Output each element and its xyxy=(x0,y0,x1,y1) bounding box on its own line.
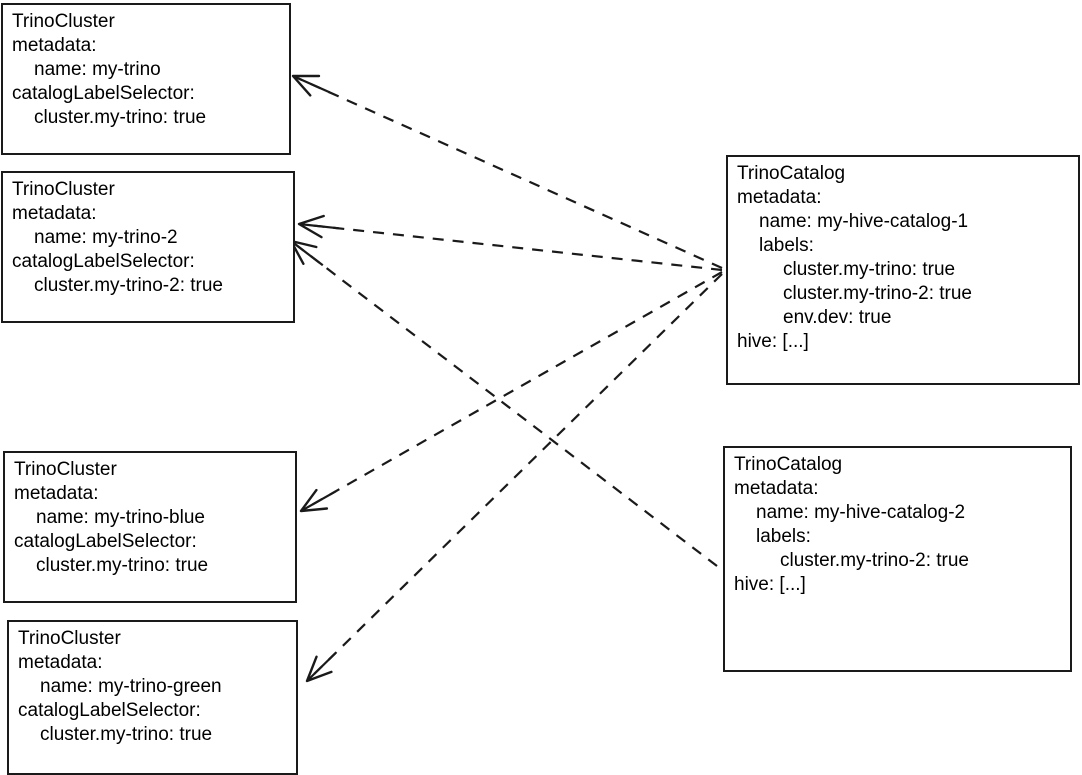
arrowhead-icon xyxy=(291,74,321,97)
edge-line xyxy=(300,271,723,512)
edge-line xyxy=(292,74,723,270)
node-field-line: metadata: xyxy=(12,35,97,56)
node-kind-label: TrinoCatalog xyxy=(737,163,846,184)
node-kind-label: TrinoCluster xyxy=(12,11,115,32)
edge-stub xyxy=(292,74,330,94)
arrowhead-icon xyxy=(297,214,325,239)
node-field-line: cluster.my-trino: true xyxy=(36,555,209,576)
arrowhead-icon xyxy=(305,655,333,683)
node-kind-label: TrinoCluster xyxy=(18,628,121,649)
node-field-line: catalogLabelSelector: xyxy=(18,700,201,721)
node-catalog-my-hive-catalog-2[interactable]: TrinoCatalog metadata: name: my-hive-catal… xyxy=(723,446,1072,672)
node-catalog-my-hive-catalog-1[interactable]: TrinoCatalog metadata: name: my-hive-catal… xyxy=(726,155,1080,385)
node-field-line: name: my-trino-green xyxy=(40,676,222,697)
edge-catalog1-to-my-trino-2 xyxy=(297,214,723,272)
node-body: TrinoCluster metadata: name: my-trino-2 cat… xyxy=(12,178,289,298)
edge-stub xyxy=(306,652,337,682)
edge-stub xyxy=(300,490,337,512)
edge-stub xyxy=(290,240,324,267)
node-field-line: cluster.my-trino-2: true xyxy=(783,283,972,304)
node-field-line: name: my-trino-2 xyxy=(34,227,178,248)
node-field-line: name: my-hive-catalog-2 xyxy=(756,502,966,523)
node-field-line: catalogLabelSelector: xyxy=(12,83,195,104)
edge-line xyxy=(298,222,723,272)
node-kind-label: TrinoCluster xyxy=(14,459,117,480)
node-field-line: catalogLabelSelector: xyxy=(14,531,197,552)
edge-line xyxy=(290,240,718,567)
node-kind-label: TrinoCluster xyxy=(12,179,115,200)
node-field-line: hive: [...] xyxy=(734,574,806,595)
node-body: TrinoCluster metadata: name: my-trino catal… xyxy=(12,10,285,130)
node-field-line: labels: xyxy=(756,526,811,547)
node-body: TrinoCluster metadata: name: my-trino-gree… xyxy=(18,627,292,747)
node-field-line: metadata: xyxy=(734,478,819,499)
node-field-line: env.dev: true xyxy=(783,307,892,328)
node-body: TrinoCatalog metadata: name: my-hive-catal… xyxy=(734,453,1066,597)
node-field-line: hive: [...] xyxy=(737,331,809,352)
edge-line xyxy=(306,273,723,682)
node-cluster-my-trino-green[interactable]: TrinoCluster metadata: name: my-trino-gree… xyxy=(7,620,298,775)
node-cluster-my-trino[interactable]: TrinoCluster metadata: name: my-trino catal… xyxy=(1,3,291,155)
node-body: TrinoCluster metadata: name: my-trino-blue… xyxy=(14,458,291,578)
node-field-line: name: my-trino xyxy=(34,59,161,80)
edge-catalog1-to-my-trino-green xyxy=(305,273,723,683)
edge-catalog1-to-my-trino-blue xyxy=(299,271,723,513)
node-field-line: cluster.my-trino-2: true xyxy=(34,275,223,296)
node-field-line: metadata: xyxy=(14,483,99,504)
node-field-line: metadata: xyxy=(12,203,97,224)
node-field-line: cluster.my-trino: true xyxy=(40,724,213,745)
arrowhead-icon xyxy=(299,488,329,513)
node-kind-label: TrinoCatalog xyxy=(734,454,843,475)
node-cluster-my-trino-2[interactable]: TrinoCluster metadata: name: my-trino-2 cat… xyxy=(1,171,295,323)
node-field-line: catalogLabelSelector: xyxy=(12,251,195,272)
node-field-line: cluster.my-trino: true xyxy=(783,259,956,280)
node-field-line: metadata: xyxy=(737,187,822,208)
node-field-line: metadata: xyxy=(18,652,103,673)
edge-stub xyxy=(298,222,339,230)
node-field-line: cluster.my-trino: true xyxy=(34,107,207,128)
node-field-line: labels: xyxy=(759,235,814,256)
node-field-line: name: my-trino-blue xyxy=(36,507,205,528)
node-body: TrinoCatalog metadata: name: my-hive-catal… xyxy=(737,162,1074,354)
node-field-line: name: my-hive-catalog-1 xyxy=(759,211,969,232)
node-cluster-my-trino-blue[interactable]: TrinoCluster metadata: name: my-trino-blue… xyxy=(3,451,297,603)
edge-catalog2-to-my-trino-2 xyxy=(289,239,718,567)
edge-catalog1-to-my-trino xyxy=(291,74,723,270)
node-field-line: cluster.my-trino-2: true xyxy=(780,550,969,571)
